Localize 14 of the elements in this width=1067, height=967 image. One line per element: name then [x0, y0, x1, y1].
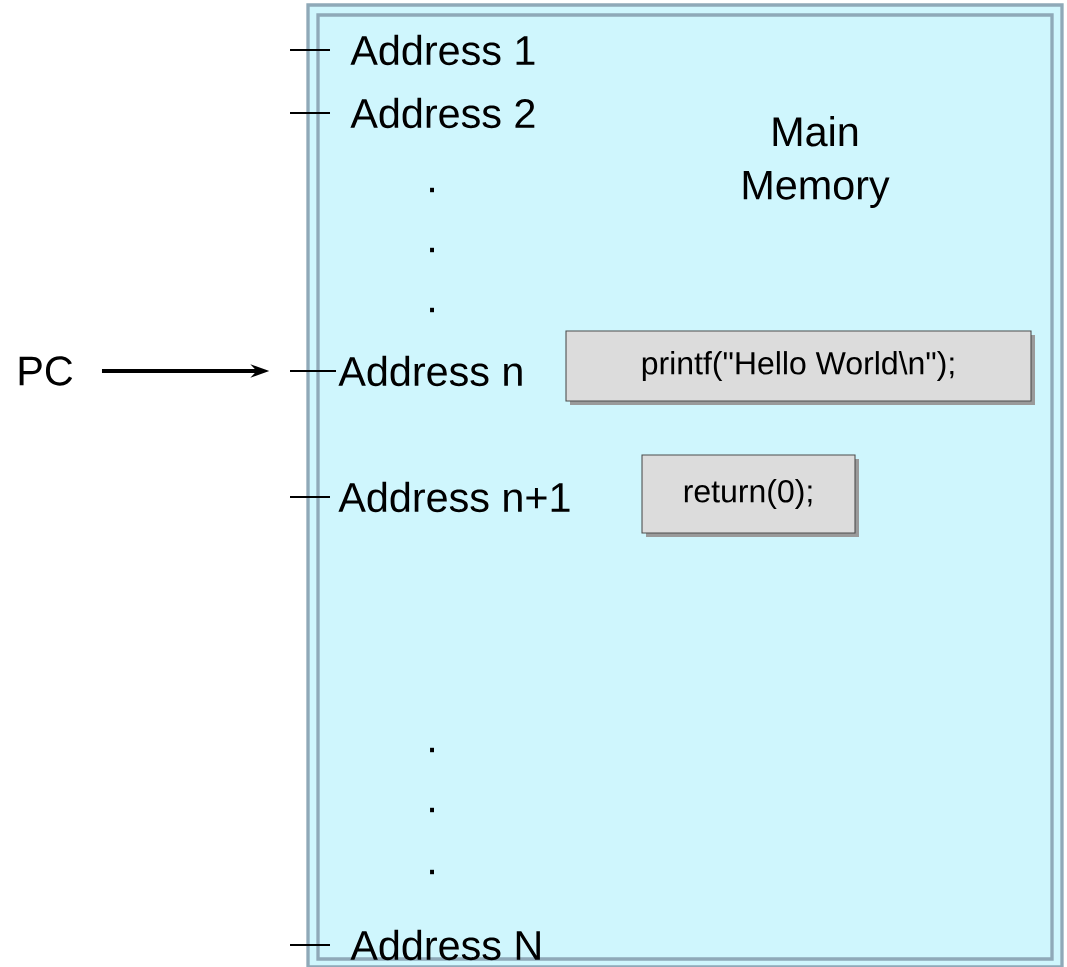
ellipsis-dot: .: [430, 747, 434, 753]
address-label: Address 2: [350, 97, 535, 129]
address-label: Address 1: [350, 34, 535, 66]
ellipsis-dot: .: [430, 807, 434, 813]
ellipsis-dot: .: [430, 247, 434, 253]
code-box: printf("Hello World\n");: [565, 330, 1035, 405]
ellipsis-dot: .: [430, 307, 434, 313]
code-box: return(0);: [641, 454, 859, 537]
register-label: PC: [19, 356, 73, 386]
address-label: Address n: [289, 355, 522, 387]
ellipsis-dot: .: [430, 187, 434, 193]
ellipsis-dot: .: [430, 869, 434, 875]
address-label: Address N: [350, 929, 540, 961]
address-label: Address n+1: [338, 481, 570, 513]
